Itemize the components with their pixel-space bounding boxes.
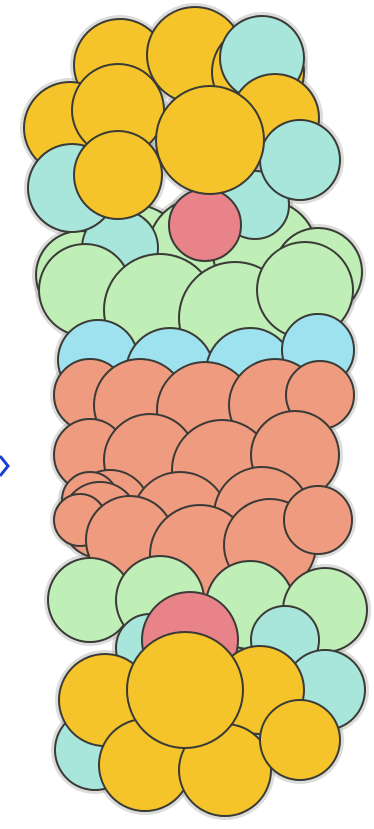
left-arrow-marker [0,456,8,476]
upper-salmon-band-sphere [284,486,352,554]
sphere-stack [24,7,367,816]
top-cap-sphere [74,131,162,219]
top-cap-sphere [156,86,264,194]
upper-ring-mint-sphere [260,120,340,200]
bottom-cap-sphere [260,700,340,780]
upper-core-sphere [169,189,241,261]
bottom-cap-sphere [127,632,243,748]
